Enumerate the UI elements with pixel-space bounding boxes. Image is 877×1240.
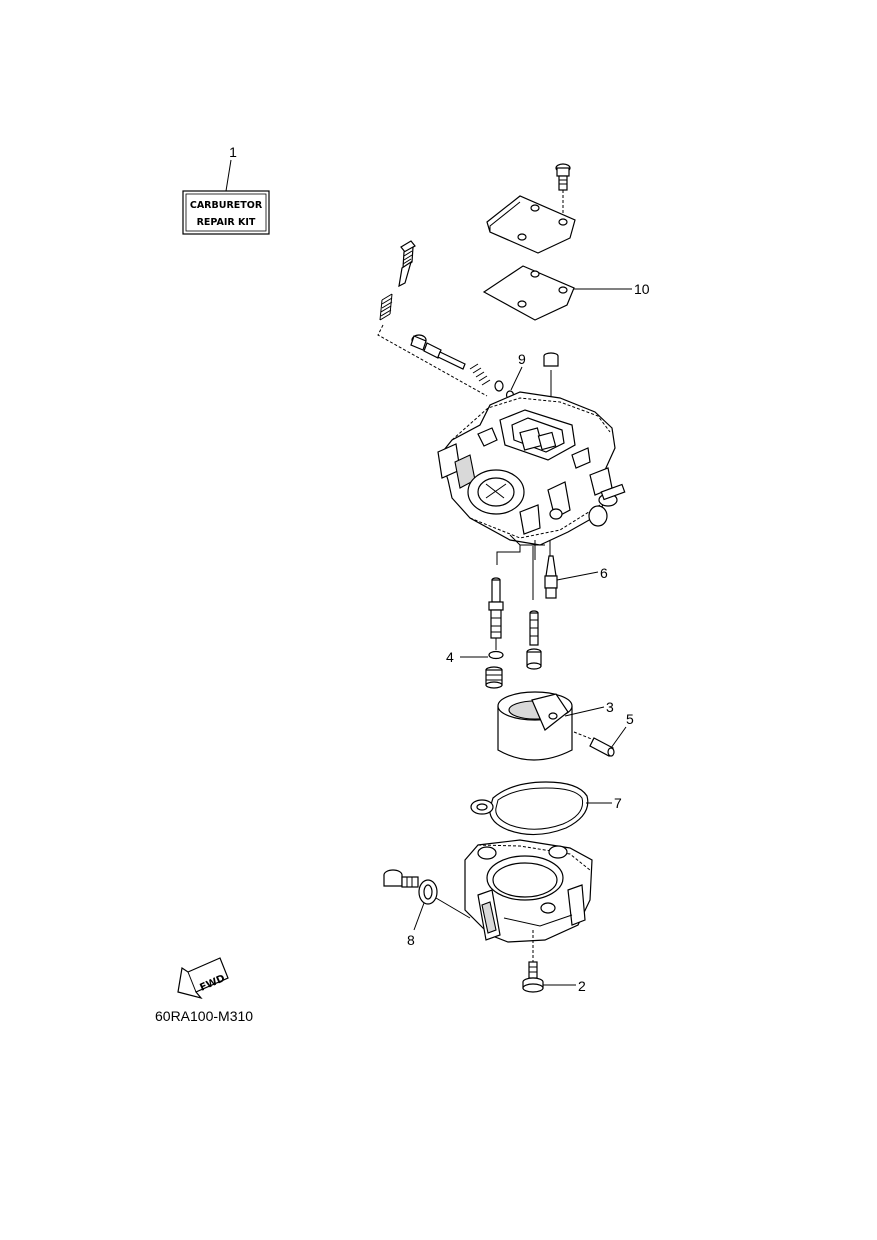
callout-6: 6 — [600, 565, 608, 581]
o-ring-4: 4 — [446, 649, 504, 665]
main-jet — [485, 666, 503, 689]
callout-3: 3 — [606, 699, 614, 715]
fwd-arrow-icon: FWD — [177, 957, 229, 1000]
throttle-shaft-assembly — [410, 334, 504, 392]
float-chamber-cover — [486, 195, 576, 254]
o-ring-9: 9 — [505, 351, 526, 400]
float-pin: 5 — [573, 711, 634, 757]
bowl-screw: 2 — [522, 961, 586, 994]
pilot-screw-spring — [379, 293, 393, 321]
callout-8: 8 — [407, 932, 415, 948]
callout-2: 2 — [578, 978, 586, 994]
repair-kit-label: CARBURETOR REPAIR KIT 1 — [182, 144, 270, 235]
main-nozzle — [488, 577, 504, 650]
callout-4: 4 — [446, 649, 454, 665]
float: 3 — [497, 691, 614, 761]
callout-10: 10 — [634, 281, 650, 297]
repair-kit-line1: CARBURETOR — [190, 200, 263, 211]
diagram-code: 60RA100-M310 — [155, 1008, 253, 1024]
carburetor-body — [437, 391, 626, 560]
washer-8: 8 — [407, 879, 471, 948]
callout-9: 9 — [518, 351, 526, 367]
callout-5: 5 — [626, 711, 634, 727]
pilot-screw — [398, 240, 416, 288]
cover-gasket: 10 — [482, 265, 650, 321]
pilot-jet — [526, 610, 542, 670]
top-cover-screw — [555, 163, 571, 218]
callout-7: 7 — [614, 795, 622, 811]
float-bowl-gasket: 7 — [470, 781, 622, 836]
drain-screw — [383, 869, 419, 888]
float-bowl — [464, 839, 593, 962]
needle-valve: 6 — [544, 555, 608, 599]
callout-1: 1 — [229, 144, 237, 160]
repair-kit-line2: REPAIR KIT — [197, 217, 256, 228]
